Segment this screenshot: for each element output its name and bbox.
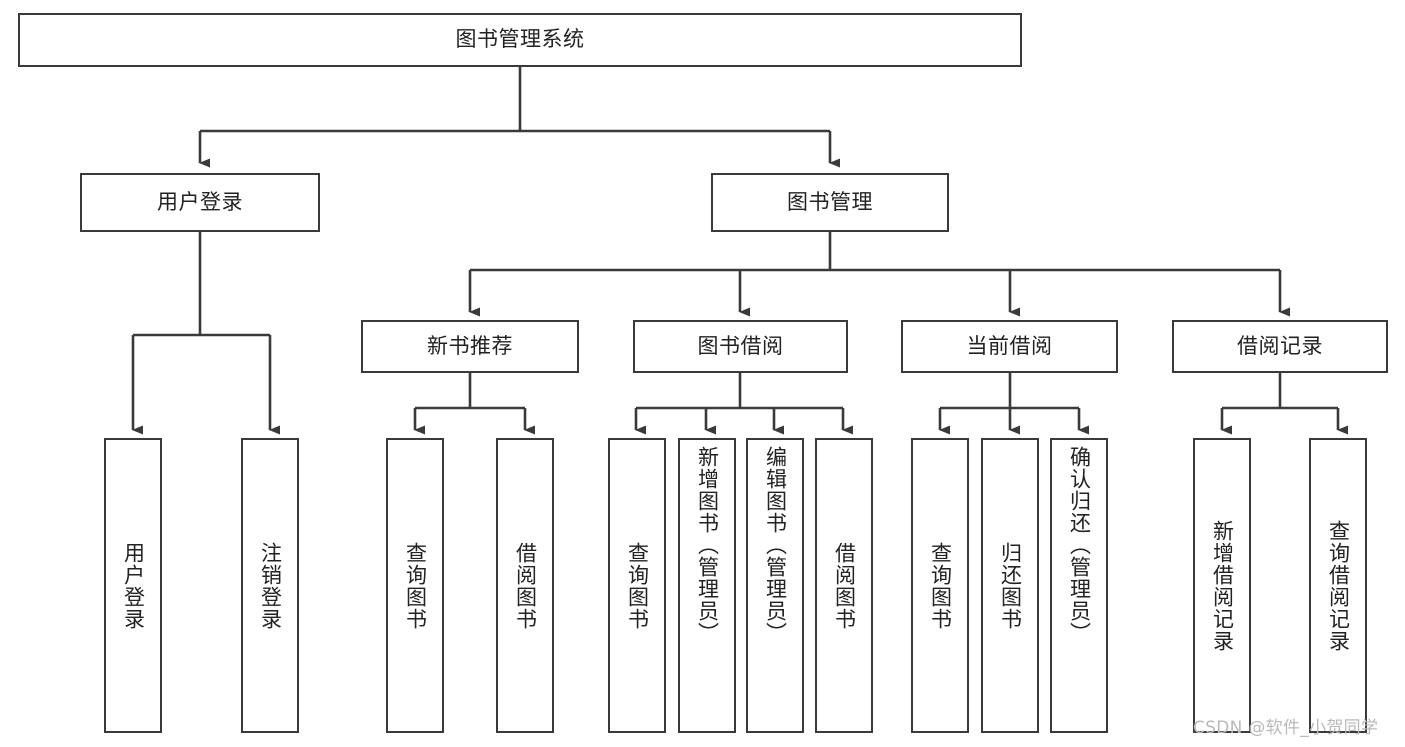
leaf-user-login[interactable]: 用户登录 — [104, 438, 162, 733]
node-borrow-record[interactable]: 借阅记录 — [1172, 320, 1388, 373]
node-user-login-label: 用户登录 — [157, 189, 243, 214]
leaf-confirm-return[interactable]: 确认归还（管理员） — [1050, 438, 1108, 733]
node-user-login[interactable]: 用户登录 — [80, 173, 320, 232]
leaf-edit-book[interactable]: 编辑图书（管理员） — [746, 438, 804, 733]
leaf-add-record-label: 新增借阅记录 — [1210, 519, 1235, 652]
node-borrow-record-label: 借阅记录 — [1237, 333, 1323, 358]
leaf-add-book[interactable]: 新增图书（管理员） — [678, 438, 736, 733]
node-new-book-recommend-label: 新书推荐 — [427, 333, 513, 358]
leaf-user-login-label: 用户登录 — [121, 541, 146, 630]
node-book-borrow-label: 图书借阅 — [697, 333, 784, 358]
node-current-borrow-label: 当前借阅 — [966, 333, 1053, 358]
node-root[interactable]: 图书管理系统 — [18, 13, 1022, 67]
node-current-borrow[interactable]: 当前借阅 — [901, 320, 1118, 373]
leaf-query-book-1[interactable]: 查询图书 — [386, 438, 444, 733]
leaf-add-record[interactable]: 新增借阅记录 — [1193, 438, 1251, 733]
node-new-book-recommend[interactable]: 新书推荐 — [361, 320, 579, 373]
leaf-query-book-2-label: 查询图书 — [625, 541, 650, 630]
leaf-user-logout[interactable]: 注销登录 — [241, 438, 299, 733]
leaf-borrow-book-1[interactable]: 借阅图书 — [496, 438, 554, 733]
leaf-edit-book-label: 编辑图书（管理员） — [763, 446, 788, 644]
leaf-add-book-label: 新增图书（管理员） — [695, 446, 720, 644]
leaf-borrow-book-2[interactable]: 借阅图书 — [815, 438, 873, 733]
leaf-query-book-2[interactable]: 查询图书 — [608, 438, 666, 733]
leaf-return-book[interactable]: 归还图书 — [981, 438, 1039, 733]
leaf-confirm-return-label: 确认归还（管理员） — [1067, 446, 1092, 644]
leaf-query-record[interactable]: 查询借阅记录 — [1309, 438, 1367, 733]
node-book-borrow[interactable]: 图书借阅 — [633, 320, 848, 373]
watermark: CSDN @软件_小贺同学 — [1193, 718, 1379, 738]
node-book-manage-label: 图书管理 — [787, 189, 873, 214]
leaf-borrow-book-2-label: 借阅图书 — [832, 541, 857, 630]
leaf-return-book-label: 归还图书 — [998, 541, 1023, 630]
leaf-user-logout-label: 注销登录 — [258, 541, 283, 630]
leaf-borrow-book-1-label: 借阅图书 — [513, 541, 538, 630]
leaf-query-record-label: 查询借阅记录 — [1326, 519, 1351, 652]
node-book-manage[interactable]: 图书管理 — [711, 173, 949, 232]
leaf-query-book-3-label: 查询图书 — [928, 541, 953, 630]
node-root-label: 图书管理系统 — [455, 27, 585, 52]
leaf-query-book-3[interactable]: 查询图书 — [911, 438, 969, 733]
leaf-query-book-1-label: 查询图书 — [403, 541, 428, 630]
